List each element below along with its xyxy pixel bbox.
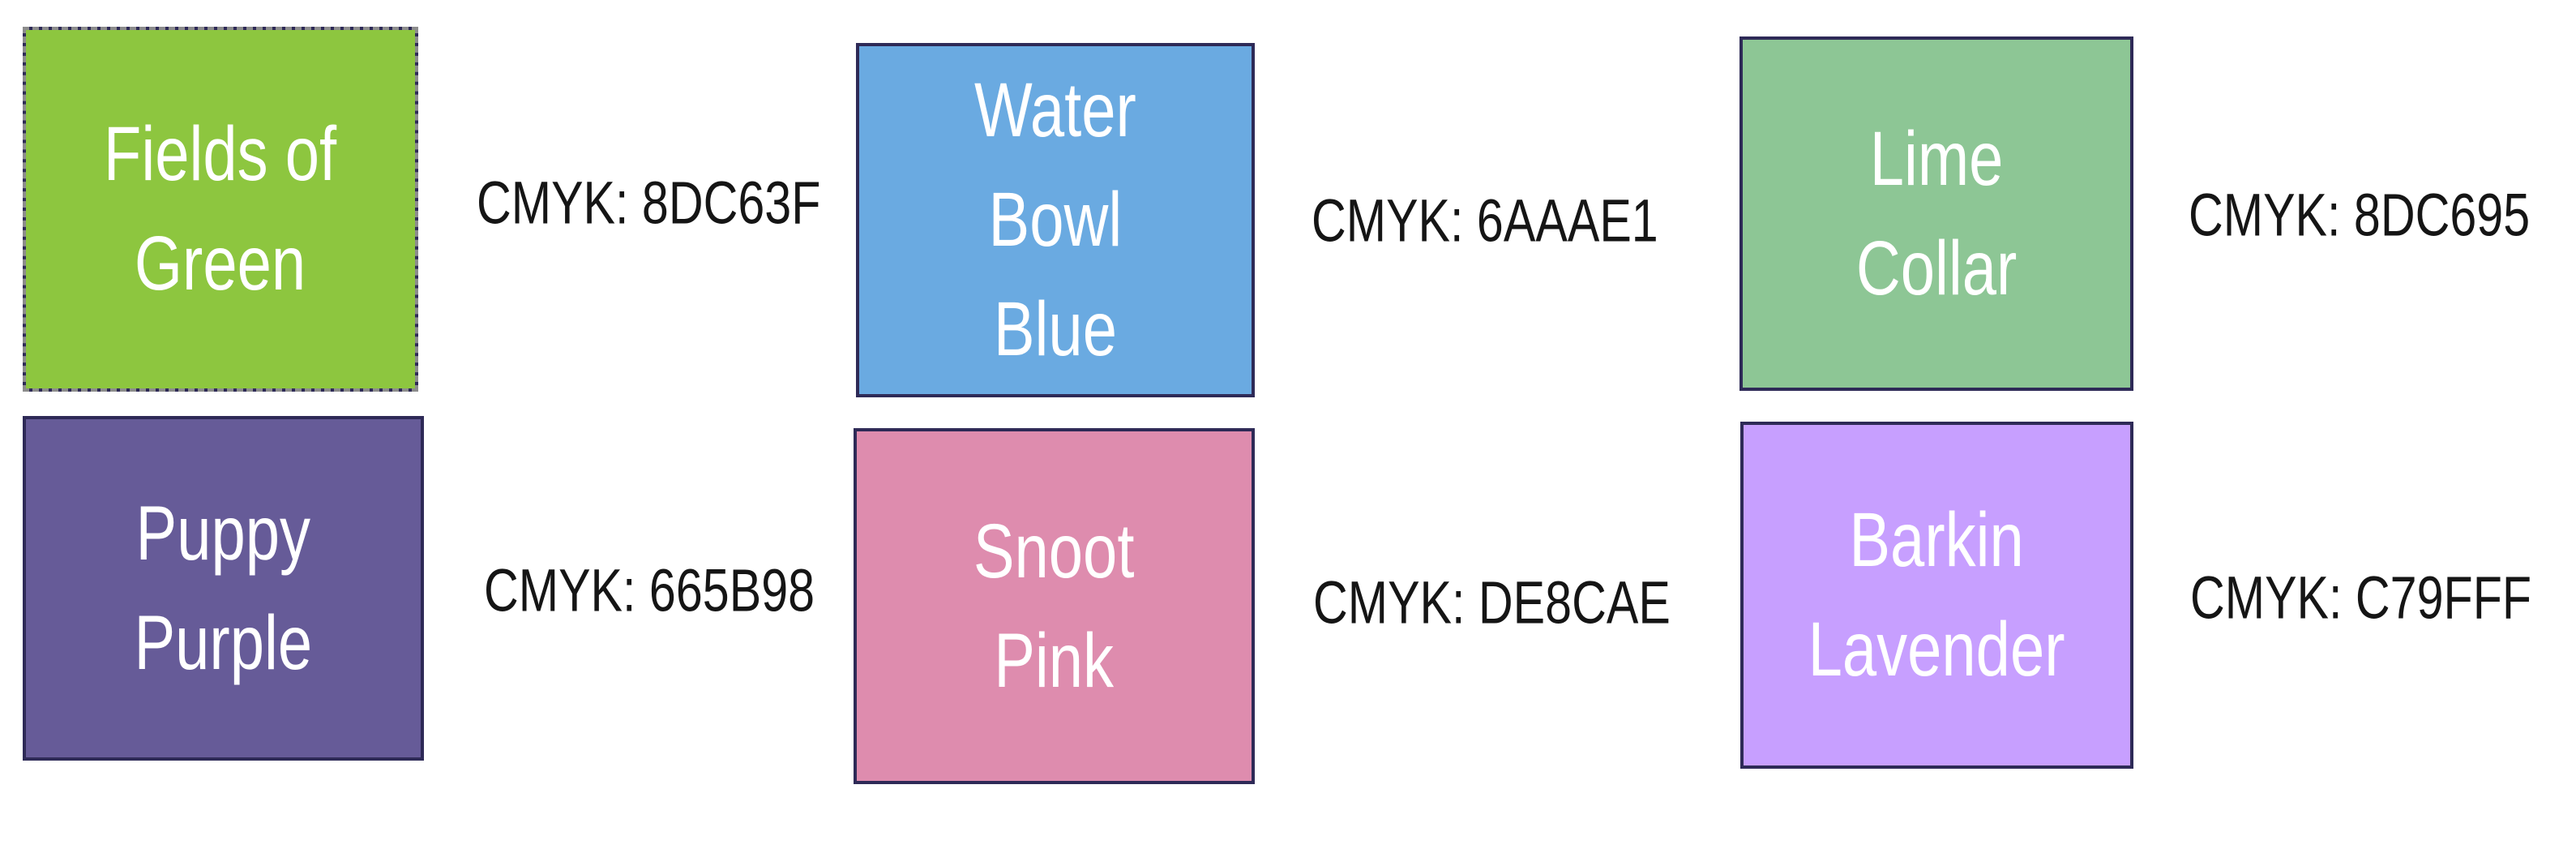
- cmyk-label-water-bowl-blue[interactable]: CMYK: 6AAAE1: [1312, 187, 1745, 289]
- cmyk-label-fields-of-green[interactable]: CMYK: 8DC63F: [477, 169, 906, 272]
- swatch-puppy-purple[interactable]: Puppy Purple: [23, 416, 424, 761]
- swatch-name-label: Barkin Lavender: [1808, 497, 2065, 692]
- cmyk-label-text: CMYK: 8DC695: [2189, 181, 2531, 249]
- swatch-lime-collar[interactable]: Lime Collar: [1739, 36, 2133, 391]
- cmyk-label-text: CMYK: 6AAAE1: [1312, 187, 1658, 255]
- cmyk-label-text: CMYK: 665B98: [484, 556, 815, 624]
- swatch-name-label: Puppy Purple: [134, 490, 313, 686]
- swatch-name-label: Fields of Green: [104, 111, 337, 307]
- swatch-water-bowl-blue[interactable]: Water Bowl Blue: [856, 43, 1255, 397]
- cmyk-label-lime-collar[interactable]: CMYK: 8DC695: [2189, 182, 2576, 284]
- swatch-name-label: Lime Collar: [1855, 115, 2018, 311]
- swatch-name-label: Water Bowl Blue: [974, 67, 1136, 372]
- cmyk-label-barkin-lavender[interactable]: CMYK: C79FFF: [2190, 564, 2576, 667]
- swatch-snoot-pink[interactable]: Snoot Pink: [854, 428, 1255, 784]
- cmyk-label-text: CMYK: DE8CAE: [1313, 568, 1671, 637]
- cmyk-label-puppy-purple[interactable]: CMYK: 665B98: [484, 557, 897, 659]
- swatch-name-label: Snoot Pink: [973, 508, 1135, 704]
- swatch-barkin-lavender[interactable]: Barkin Lavender: [1740, 422, 2133, 769]
- cmyk-label-text: CMYK: C79FFF: [2190, 564, 2532, 632]
- cmyk-label-snoot-pink[interactable]: CMYK: DE8CAE: [1313, 569, 1760, 671]
- cmyk-label-text: CMYK: 8DC63F: [477, 169, 821, 237]
- swatch-fields-of-green[interactable]: Fields of Green: [23, 27, 418, 392]
